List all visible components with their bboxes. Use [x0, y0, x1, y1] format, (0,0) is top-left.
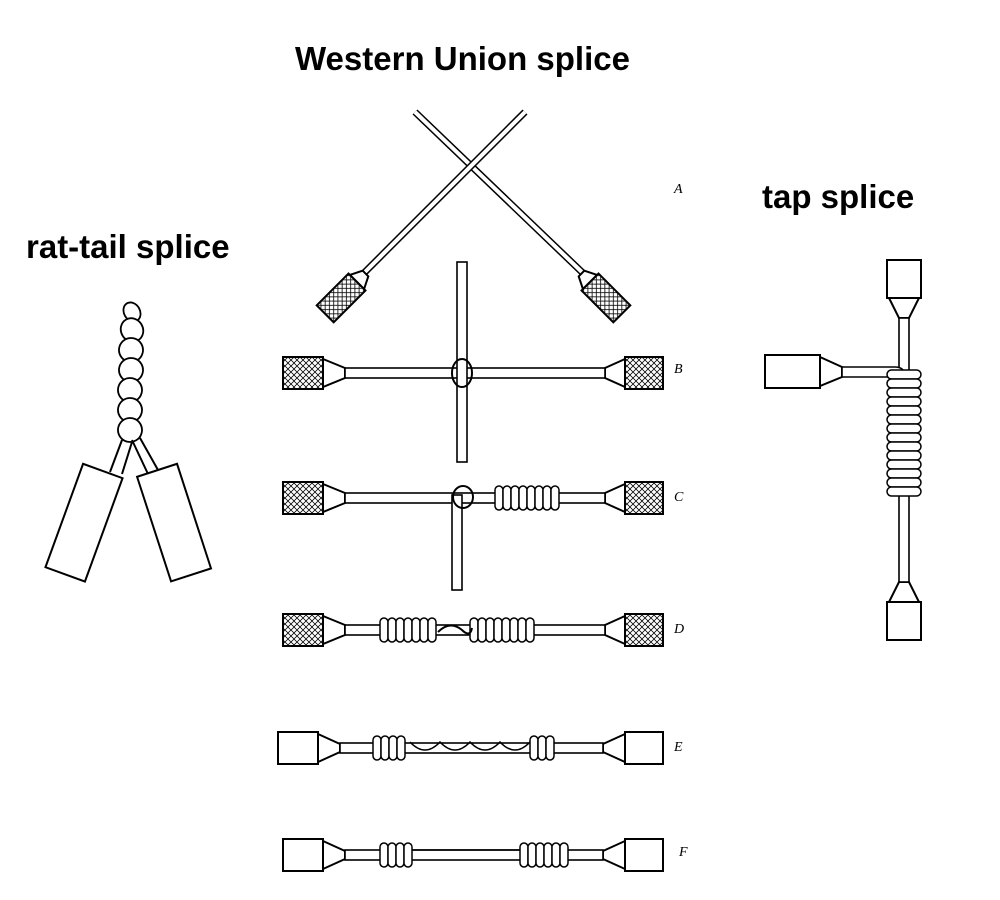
- step-label-e: E: [674, 740, 683, 755]
- step-label-a: A: [674, 182, 683, 197]
- step-label-c: C: [674, 490, 684, 505]
- step-label-b: B: [674, 362, 683, 377]
- step-b-hooked-wires: [282, 261, 664, 463]
- step-d-completed-wrap: [282, 613, 664, 647]
- rat-tail-splice-drawing: [44, 301, 213, 583]
- step-c-partial-wrap: [282, 481, 664, 591]
- step-f-finished-splice: [282, 838, 664, 872]
- tap-splice-drawing: [764, 259, 922, 641]
- step-e-twisted-splice: [277, 731, 664, 765]
- rat-tail-title: rat-tail splice: [26, 228, 230, 265]
- western-union-title: Western Union splice: [295, 40, 630, 77]
- tap-splice-title: tap splice: [762, 178, 915, 215]
- step-label-f: F: [679, 845, 688, 860]
- step-label-d: D: [674, 622, 685, 637]
- step-a-crossed-wires: [315, 109, 632, 324]
